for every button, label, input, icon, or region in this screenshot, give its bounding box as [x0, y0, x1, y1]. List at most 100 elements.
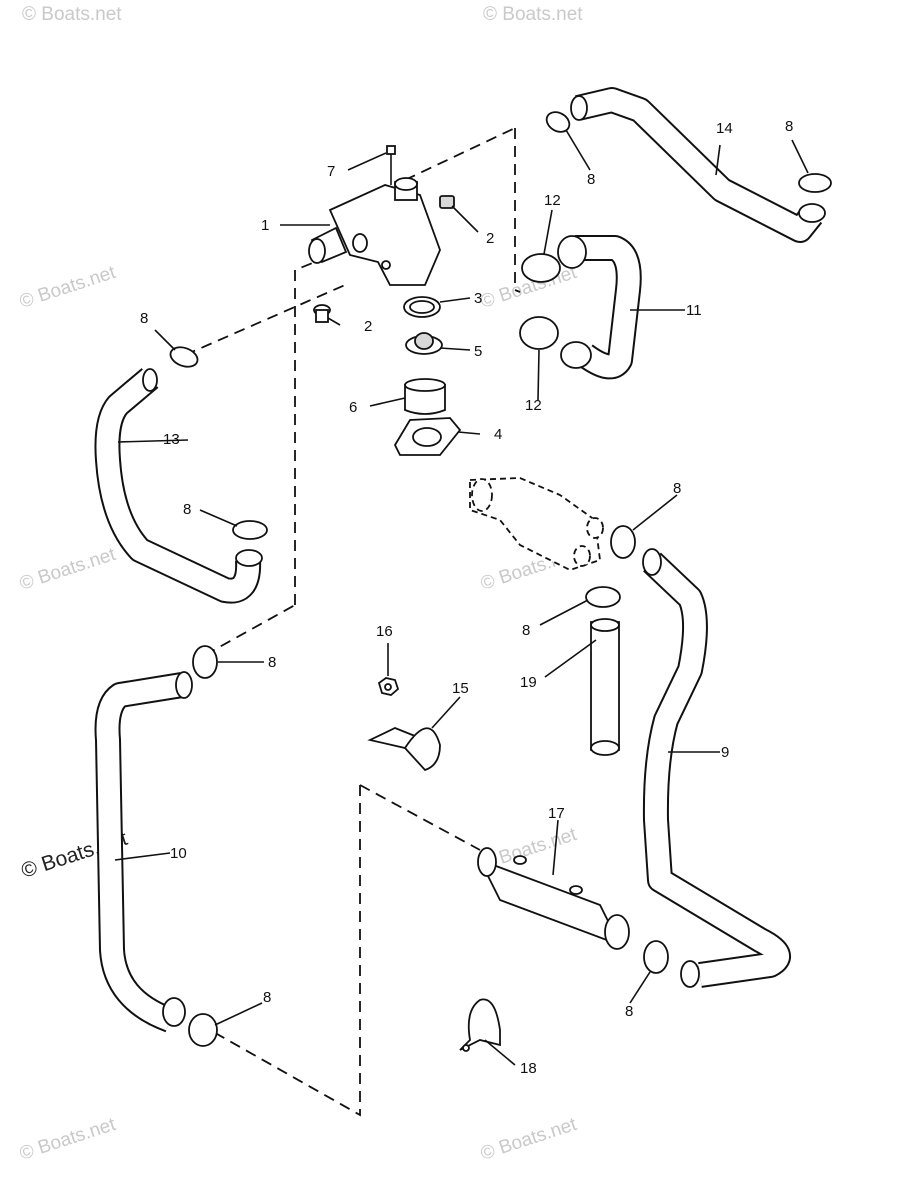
callout-4: 4 [494, 426, 502, 443]
sleeve-6 [404, 378, 446, 415]
dash-to-17 [359, 784, 481, 851]
callout-12-top: 12 [544, 192, 561, 209]
hose-13-end-top [142, 368, 158, 392]
cooler-17-end-left [477, 847, 497, 877]
housing-outlet-top-end [394, 177, 418, 191]
dash-1-down [294, 239, 371, 605]
callout-9: 9 [721, 744, 729, 761]
clamps-12 [519, 253, 561, 350]
hose-19 [590, 618, 620, 756]
callout-10: 10 [170, 845, 187, 862]
callout-3: 3 [474, 290, 482, 307]
dash-1-to-13 [184, 284, 346, 356]
callout-8-bottom-right: 8 [625, 1003, 633, 1020]
callout-6: 6 [349, 399, 357, 416]
clamp-8-left-low [192, 645, 218, 679]
housing-bolt-hole [381, 260, 391, 270]
clamp-8-top [545, 111, 571, 133]
callout-18: 18 [520, 1060, 537, 1077]
callout-8-upper-19: 8 [522, 622, 530, 639]
clamp-8-bottom-left [188, 1013, 218, 1047]
hose-11-end-bottom [560, 341, 592, 369]
watermarks: © Boats.net © Boats.net © Boats.net © Bo… [17, 4, 583, 1165]
clamp-12-bottom [519, 316, 559, 350]
plug-2-bottom [313, 304, 331, 323]
seal-3 [403, 296, 441, 318]
callout-1: 1 [261, 217, 269, 234]
clip-15 [367, 727, 441, 772]
clamp-8-mid-right [610, 525, 636, 559]
callout-17: 17 [548, 805, 565, 822]
hose-14-end-right [798, 203, 826, 223]
clamp-8-bottom-right [643, 940, 669, 974]
hose-19-end-bottom [590, 740, 620, 756]
thermostat-5 [405, 332, 443, 355]
callout-8-top: 8 [587, 171, 595, 188]
hose-11-end-top [557, 235, 587, 269]
callout-8-bottom-left: 8 [263, 989, 271, 1006]
watermark-2: © Boats.net [483, 4, 583, 25]
clamps-8 [169, 111, 832, 1047]
hose-10-end-bottom [162, 997, 186, 1027]
housing-outlet-mid [352, 233, 368, 253]
thermostat-housing [308, 177, 441, 286]
hose-13 [94, 368, 263, 604]
leader-lines [114, 129, 809, 1066]
housing-outlet-left-end [308, 238, 326, 264]
callout-labels: 1 2 2 3 4 5 6 7 8 8 8 8 8 8 8 8 8 9 10 1… [140, 118, 793, 1077]
callout-8-right: 8 [785, 118, 793, 135]
dash-17-to-10 [209, 785, 361, 1117]
callout-15: 15 [452, 680, 469, 697]
hose-10-end-top [175, 671, 193, 699]
watermark-3: © Boats.net [17, 262, 119, 313]
callout-12-bottom: 12 [525, 397, 542, 414]
plug-2-top [439, 195, 455, 209]
housing-body [328, 184, 441, 286]
clamp-8-upper-19 [585, 586, 621, 608]
callout-8-mid-right: 8 [673, 480, 681, 497]
water-pump-fitting [469, 477, 604, 571]
callout-5: 5 [474, 343, 482, 360]
callout-16: 16 [376, 623, 393, 640]
bolt-7 [386, 145, 396, 185]
hose-14-end-left [570, 95, 588, 121]
clamp-8-left-top [169, 346, 199, 368]
cooler-17 [477, 847, 630, 950]
clamp-8-left-mid [232, 520, 268, 540]
bracket-18 [459, 998, 501, 1052]
dash-1-to-14 [404, 127, 516, 181]
assembly-dashed-lines [184, 127, 521, 1117]
hose-11 [557, 235, 642, 380]
callout-2-top: 2 [486, 230, 494, 247]
watermark-5: © Boats.net [17, 544, 119, 595]
watermark-1: © Boats.net [22, 4, 122, 25]
gasket-4 [393, 417, 462, 456]
hose-10 [94, 671, 193, 1033]
callout-8-left-top: 8 [140, 310, 148, 327]
hose-9 [642, 548, 791, 988]
callout-19: 19 [520, 674, 537, 691]
clamp-12-top [521, 253, 561, 283]
cooler-17-port-1 [513, 855, 527, 865]
callout-14: 14 [716, 120, 733, 137]
callout-2-bottom: 2 [364, 318, 372, 335]
watermark-10: © Boats.net [478, 1114, 580, 1165]
callout-7: 7 [327, 163, 335, 180]
dash-14-to-11 [514, 128, 521, 293]
nut-16 [377, 677, 400, 696]
callout-11: 11 [686, 302, 702, 319]
cooler-17-port-2 [569, 885, 583, 895]
dash-13-to-10 [204, 604, 296, 656]
hose-19-end-top [590, 618, 620, 632]
hose-14 [570, 87, 826, 243]
hose-13-end-bottom [235, 549, 263, 567]
hose-9-end-top [642, 548, 662, 576]
hose-9-end-bottom [680, 960, 700, 988]
watermark-9: © Boats.net [17, 1114, 119, 1165]
cooler-17-end-right [604, 914, 630, 950]
callout-8-left-low: 8 [268, 654, 276, 671]
clamp-8-right [798, 173, 832, 193]
callout-13: 13 [163, 431, 180, 448]
callout-8-left-mid: 8 [183, 501, 191, 518]
